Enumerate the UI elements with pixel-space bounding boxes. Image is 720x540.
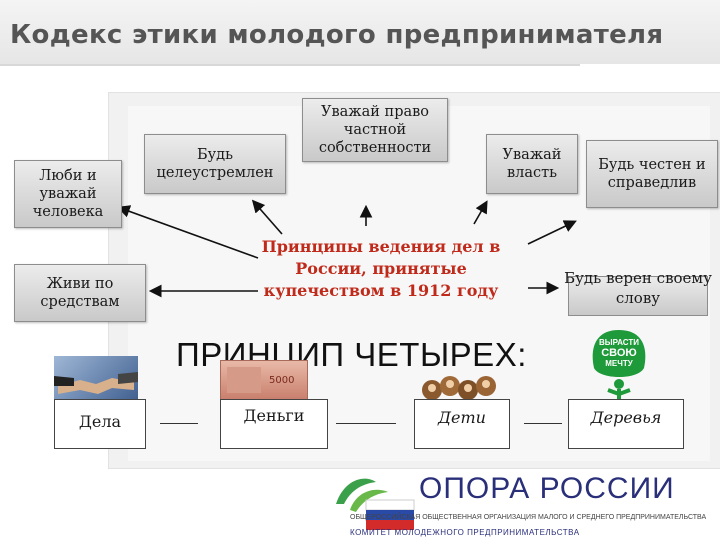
opora-emblem-icon [336, 478, 415, 530]
four-trees-label: Деревья [590, 408, 662, 427]
principle-respect-person: Люби и уважай человека [14, 160, 122, 228]
principle-honest-label: Будь честен и справедлив [598, 157, 706, 191]
arrow-to-honest [527, 220, 577, 245]
opora-name: ОПОРА РОССИИ [419, 472, 675, 505]
svg-text:5000: 5000 [269, 375, 294, 386]
page-title: Кодекс этики молодого предпринимателя [10, 20, 664, 50]
children-group-icon [422, 376, 496, 400]
arrow-to-respect [116, 205, 259, 259]
principle-authority: Уважай власть [486, 134, 578, 194]
dream-logo-line2: СВОЮ [601, 347, 637, 359]
four-money-label: Деньги [243, 406, 305, 425]
connector-1 [160, 423, 198, 424]
principle-purposeful-label: Будь целеустремлен [156, 147, 274, 181]
principle-word-box [568, 276, 708, 316]
principle-property-label: Уважай право частной собственности [318, 104, 432, 156]
four-children-box: Дети [414, 399, 510, 449]
dream-logo-line1: ВЫРАСТИ [599, 338, 639, 347]
opora-logo: ОПОРА РОССИИ ОБЩЕРОССИЙСКАЯ ОБЩЕСТВЕННАЯ… [330, 470, 720, 540]
four-money-box: Деньги [220, 399, 328, 449]
four-children-label: Дети [438, 408, 486, 427]
principle-live-means-label: Живи по средствам [40, 276, 120, 310]
center-caption: Принципы ведения дел в России, принятые … [261, 237, 501, 300]
title-band [0, 0, 720, 64]
principle-respect-person-label: Люби и уважай человека [32, 168, 104, 220]
opora-line2: КОМИТЕТ МОЛОДЕЖНОГО ПРЕДПРИНИМАТЕЛЬСТВА [350, 528, 580, 537]
principle-purposeful: Будь целеустремлен [144, 134, 286, 194]
four-deals-label: Дела [78, 412, 122, 431]
children-image [420, 372, 504, 404]
dream-tree-logo: ВЫРАСТИ СВОЮ МЕЧТУ [588, 328, 650, 404]
principle-live-means: Живи по средствам [14, 264, 146, 322]
principle-authority-label: Уважай власть [502, 147, 562, 181]
principle-word-text: Будь верен своему слову [564, 269, 712, 307]
banknote-icon: 5000 [227, 367, 294, 393]
arrow-to-authority [473, 200, 488, 225]
title-divider [0, 64, 580, 66]
opora-line1: ОБЩЕРОССИЙСКАЯ ОБЩЕСТВЕННАЯ ОРГАНИЗАЦИЯ … [350, 514, 707, 521]
dream-logo-line3: МЕЧТУ [605, 359, 634, 368]
handshake-icon [54, 372, 138, 394]
arrow-to-purposeful [251, 199, 283, 235]
four-trees-box: Деревья [568, 399, 684, 449]
handshake-image [54, 356, 138, 402]
principle-property: Уважай право частной собственности [302, 98, 448, 162]
principle-honest: Будь честен и справедлив [586, 140, 718, 208]
connector-2 [336, 423, 396, 424]
tree-icon: ВЫРАСТИ СВОЮ МЕЧТУ [592, 330, 646, 402]
four-deals-box: Дела [54, 399, 146, 449]
connector-3 [524, 423, 562, 424]
banknote-image: 5000 [220, 360, 308, 400]
